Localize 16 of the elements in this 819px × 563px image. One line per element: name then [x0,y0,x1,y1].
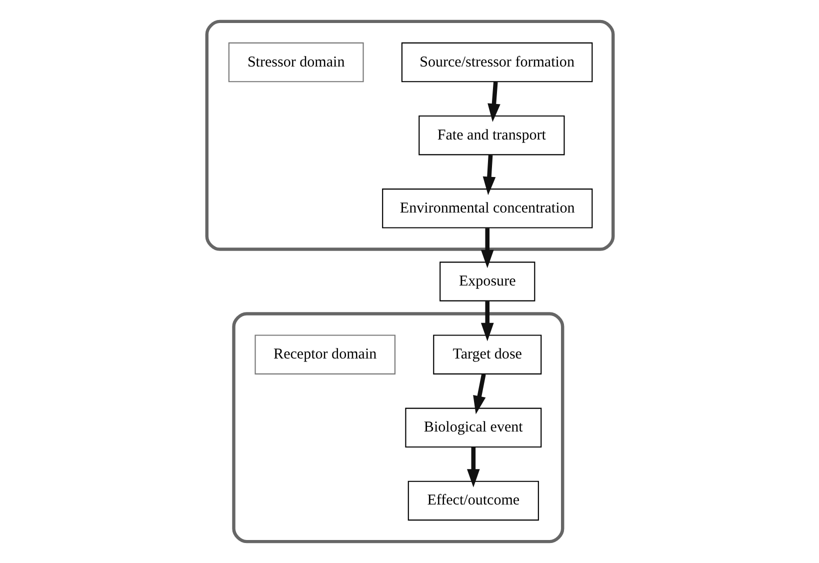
arrow [487,82,500,122]
node-box: Exposure [439,262,535,302]
arrow [480,301,494,342]
node-box: Receptor domain [254,334,395,374]
node-box: Source/stressor formation [400,42,592,82]
arrow [482,154,496,196]
cluster [232,312,564,544]
node-box: Environmental concentration [382,188,592,228]
node-box: Effect/outcome [407,480,538,521]
node-box: Stressor domain [228,42,364,82]
arrow [480,228,494,268]
node-box: Target dose [432,334,542,374]
arrow [472,374,486,414]
arrow [466,447,480,488]
node-box: Biological event [404,408,542,448]
node-box: Fate and transport [418,115,564,156]
